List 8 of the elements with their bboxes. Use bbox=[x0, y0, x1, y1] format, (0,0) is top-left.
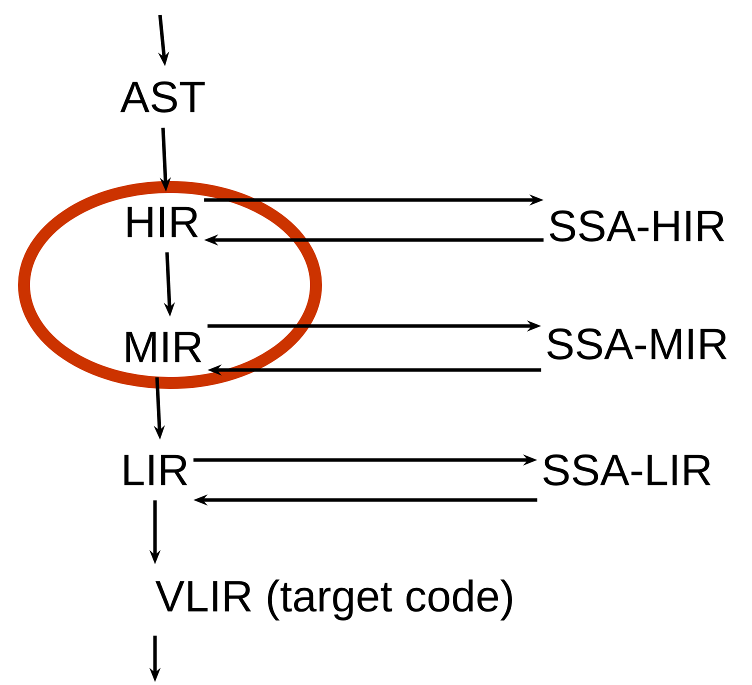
node-label: HIR bbox=[128, 206, 198, 238]
node-label: SSA-MIR bbox=[547, 328, 727, 360]
node-label: SSA-HIR bbox=[550, 210, 724, 242]
node-label: LIR bbox=[124, 454, 188, 486]
node-label: AST bbox=[120, 81, 205, 113]
node-label: SSA-LIR bbox=[543, 454, 711, 486]
node-label: VLIR (target code) bbox=[155, 579, 512, 620]
node-label: MIR bbox=[126, 332, 202, 362]
